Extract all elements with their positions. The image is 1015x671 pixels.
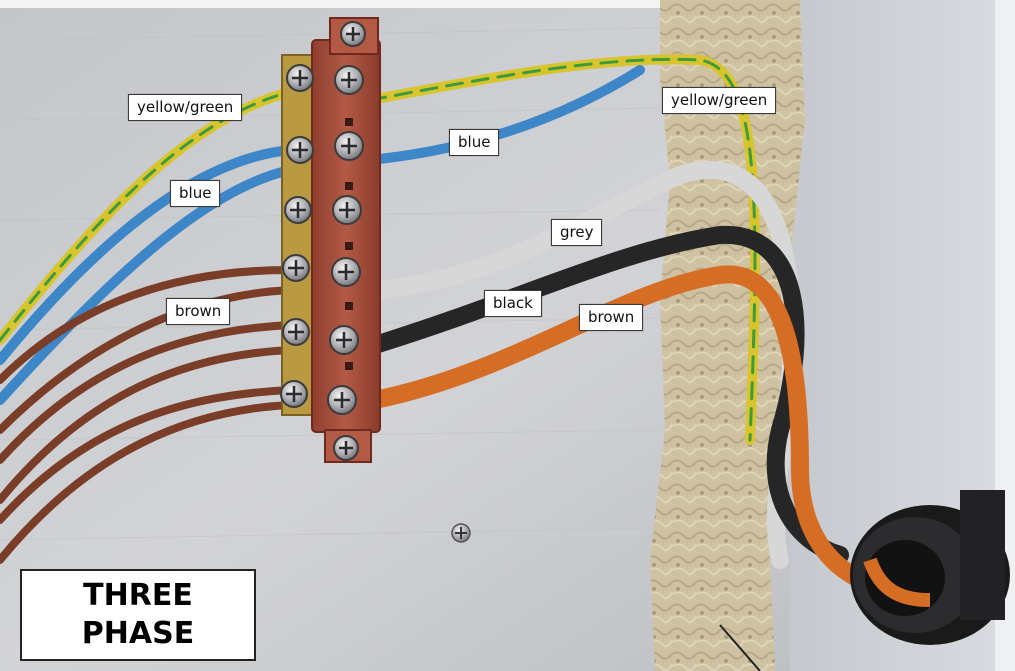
- label-right-brown: brown: [579, 304, 644, 331]
- label-right-yellow-green: yellow/green: [662, 87, 777, 114]
- terminal-screws: [280, 21, 366, 461]
- label-right-grey: grey: [551, 219, 603, 246]
- label-left-brown: brown: [166, 298, 231, 325]
- probe-wire: [719, 624, 761, 671]
- label-right-blue: blue: [449, 129, 500, 156]
- title-line-2: PHASE: [81, 616, 195, 651]
- cable-gland: [850, 490, 1010, 645]
- label-right-black: black: [484, 290, 542, 317]
- title-box: THREE PHASE: [20, 569, 256, 661]
- plate-screw: [451, 523, 471, 543]
- label-left-yellow-green: yellow/green: [128, 94, 243, 121]
- label-left-blue: blue: [170, 180, 221, 207]
- left-wires: [0, 87, 295, 564]
- right-wires: [365, 54, 909, 599]
- title-line-1: THREE: [83, 578, 193, 613]
